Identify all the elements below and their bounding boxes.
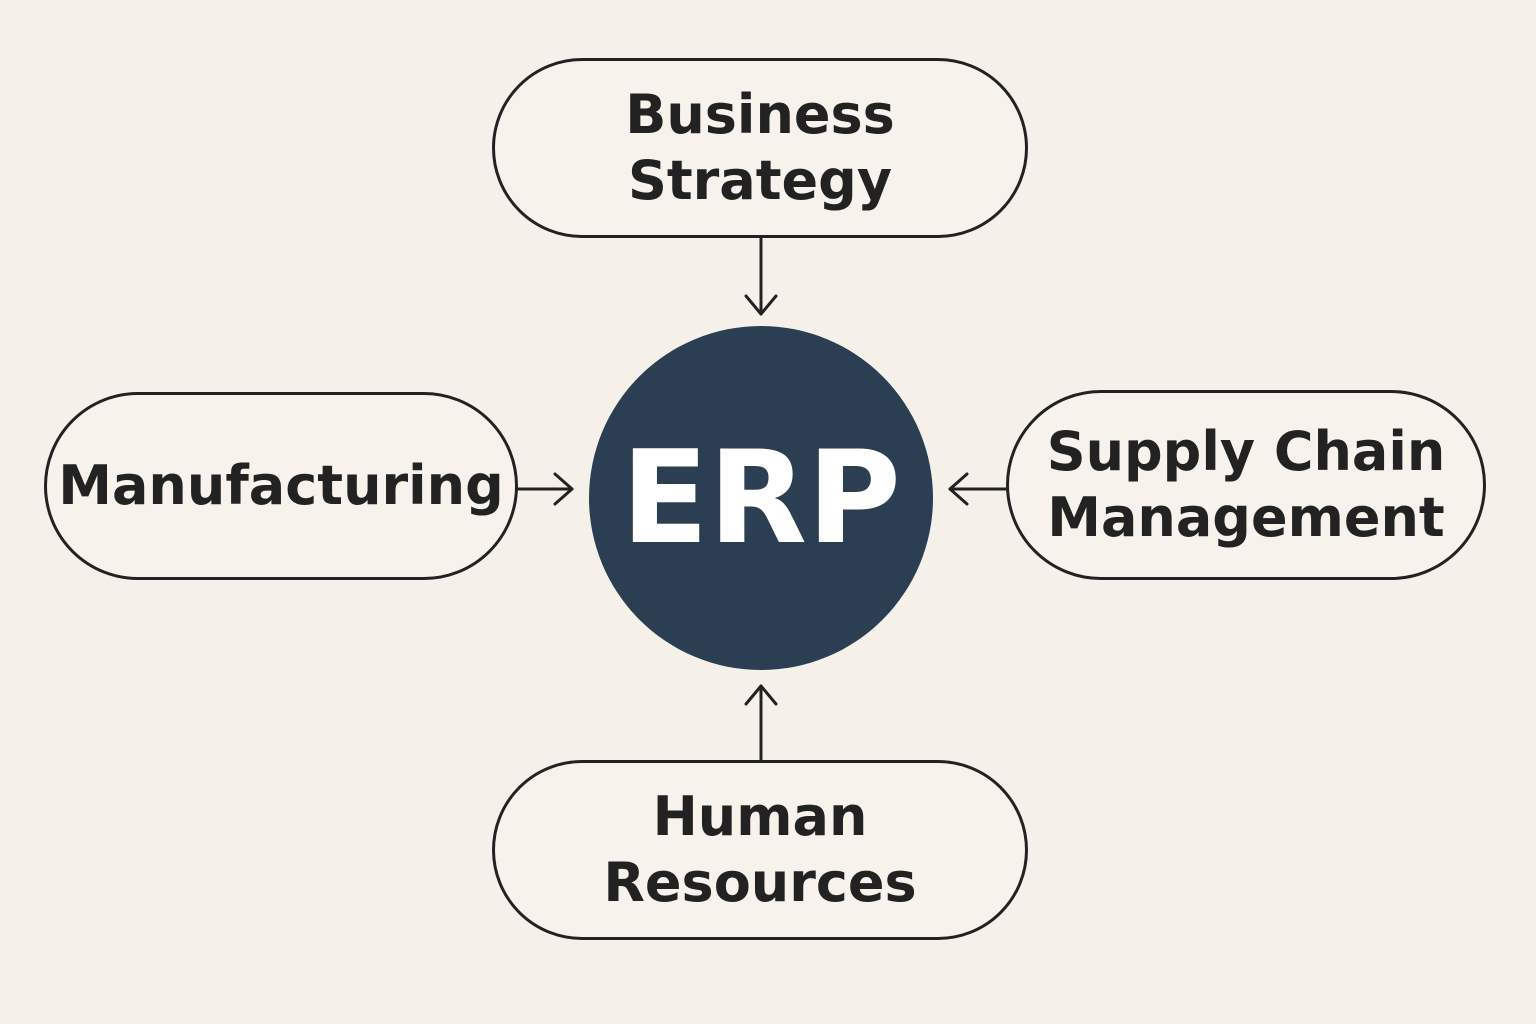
node-label-line: Manufacturing: [58, 454, 504, 517]
arrow-top-to-erp: [744, 236, 778, 316]
erp-label: ERP: [621, 423, 901, 573]
node-label-line: Strategy: [627, 149, 893, 212]
node-label-line: Resources: [603, 851, 917, 914]
arrow-left-to-erp: [516, 472, 574, 506]
node-label-line: Human: [652, 785, 868, 848]
arrow-right-to-erp: [948, 472, 1008, 506]
node-label-line: Management: [1047, 486, 1445, 549]
erp-hub-circle: ERP: [589, 326, 933, 670]
node-label-line: Supply Chain: [1046, 420, 1446, 483]
node-manufacturing: Manufacturing: [44, 392, 518, 580]
node-label-line: Business: [625, 83, 895, 146]
arrow-bottom-to-erp: [744, 684, 778, 762]
